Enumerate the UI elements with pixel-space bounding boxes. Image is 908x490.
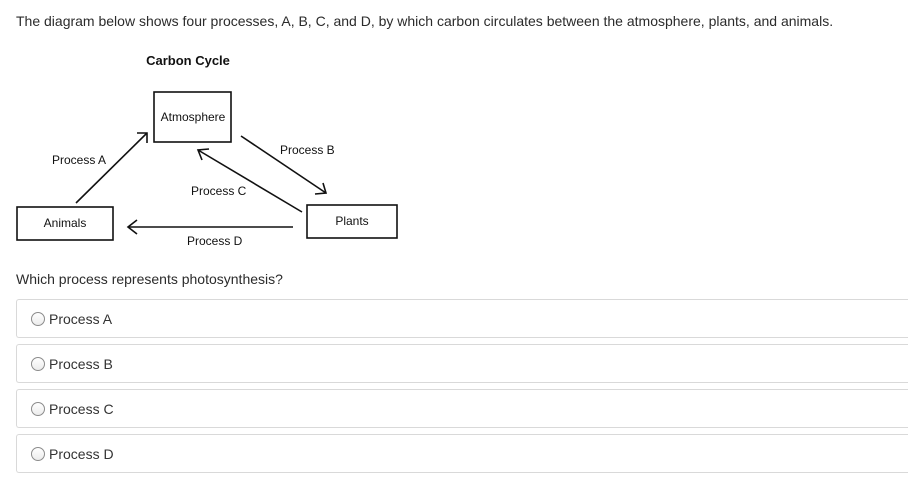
- option-process-d[interactable]: Process D: [16, 434, 908, 473]
- option-process-c[interactable]: Process C: [16, 389, 908, 428]
- animals-label: Animals: [44, 216, 87, 230]
- option-process-a[interactable]: Process A: [16, 299, 908, 338]
- plants-box: [306, 204, 398, 239]
- radio-button[interactable]: [31, 446, 45, 461]
- diagram-title: Carbon Cycle: [146, 53, 230, 68]
- process-a-arrow: [75, 132, 148, 204]
- question-text: Which process represents photosynthesis?: [16, 271, 283, 287]
- option-label: Process C: [49, 400, 114, 417]
- radio-button[interactable]: [31, 401, 45, 416]
- answer-options: Process A Process B Process C Process D: [16, 299, 908, 479]
- atmosphere-box: [153, 91, 232, 143]
- animals-box: [16, 206, 114, 241]
- atmosphere-label: Atmosphere: [161, 110, 226, 124]
- carbon-cycle-diagram: Carbon Cycle Atmosphere Animals Plants P…: [16, 52, 399, 249]
- process-d-arrow: [126, 219, 293, 235]
- option-label: Process B: [49, 355, 113, 372]
- radio-button[interactable]: [31, 356, 45, 371]
- process-a-label: Process A: [52, 153, 106, 167]
- plants-label: Plants: [335, 214, 368, 228]
- diagram-svg: Carbon Cycle Atmosphere Animals Plants P…: [16, 53, 398, 248]
- process-b-label: Process B: [280, 143, 335, 157]
- process-b-arrow: [240, 135, 328, 195]
- intro-text: The diagram below shows four processes, …: [16, 13, 834, 29]
- process-c-label: Process C: [191, 184, 247, 198]
- process-c-arrow: [196, 148, 303, 213]
- process-d-label: Process D: [187, 234, 243, 248]
- option-label: Process A: [49, 310, 113, 327]
- option-label: Process D: [49, 445, 114, 462]
- radio-button[interactable]: [31, 311, 45, 326]
- option-process-b[interactable]: Process B: [16, 344, 908, 383]
